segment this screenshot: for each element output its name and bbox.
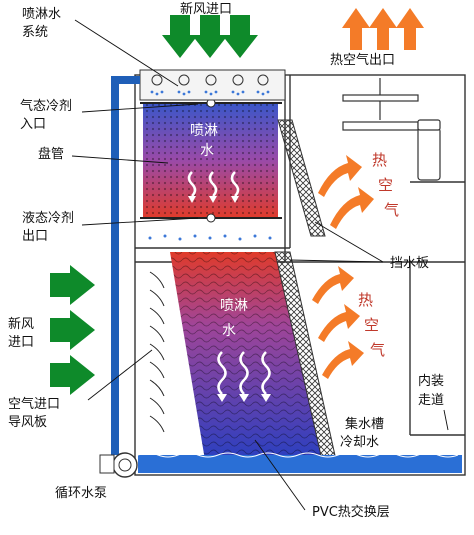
label-hot-air-lower-3: 气 xyxy=(370,341,385,359)
water-flow-arrows-fill xyxy=(217,351,271,402)
label-gas-refrigerant-inlet-2: 入口 xyxy=(20,117,46,132)
label-coil: 盘管 xyxy=(38,146,64,162)
label-fill-spray-1: 喷淋 xyxy=(220,298,248,314)
air-inlet-louvers xyxy=(149,271,165,433)
water-basin xyxy=(137,452,462,473)
label-circulation-pump: 循环水泵 xyxy=(55,486,107,501)
label-liquid-refrigerant-outlet-2: 出口 xyxy=(22,229,48,244)
label-pvc-fill: PVC热交换层 xyxy=(312,504,390,520)
fan-assembly xyxy=(342,78,441,181)
label-air-inlet-louver-2: 导风板 xyxy=(8,415,47,430)
label-fresh-air-inlet-top: 新风进口 xyxy=(180,1,232,17)
label-water-basin-1: 集水槽 xyxy=(345,416,384,432)
label-air-inlet-louver-1: 空气进口 xyxy=(8,396,60,412)
water-flow-arrows-coil xyxy=(187,171,240,203)
drift-eliminator-upper xyxy=(277,119,326,237)
label-hot-air-lower-2: 空 xyxy=(364,316,379,334)
label-drift-eliminator: 挡水板 xyxy=(390,256,429,271)
label-inner-walkway-1: 内装 xyxy=(418,373,444,389)
label-fresh-air-inlet-side-2: 进口 xyxy=(8,335,34,350)
label-spray-system-1: 喷淋水 xyxy=(22,7,61,22)
circulation-pump xyxy=(99,452,138,478)
label-liquid-refrigerant-outlet-1: 液态冷剂 xyxy=(22,211,74,226)
hot-air-arrows-top xyxy=(342,8,424,50)
hot-air-arrows-lower xyxy=(312,266,364,379)
pvc-fill xyxy=(170,252,322,460)
fresh-air-arrows-side xyxy=(50,265,95,395)
spray-nozzle-header xyxy=(139,69,286,101)
label-hot-air-upper-1: 热 xyxy=(372,151,387,169)
label-coil-spray-1: 喷淋 xyxy=(190,123,218,139)
label-hot-air-outlet: 热空气出口 xyxy=(330,52,395,68)
spray-drops-coil xyxy=(148,234,272,241)
label-inner-walkway-2: 走道 xyxy=(418,393,444,408)
hot-air-arrows-upper xyxy=(318,155,374,229)
leader-lines xyxy=(71,19,449,511)
fresh-air-arrows-top xyxy=(162,15,258,58)
label-coil-spray-2: 水 xyxy=(200,143,214,159)
label-fill-spray-2: 水 xyxy=(222,323,236,339)
label-hot-air-upper-3: 气 xyxy=(384,201,399,219)
label-gas-refrigerant-inlet-1: 气态冷剂 xyxy=(20,98,72,114)
coil-bundle xyxy=(140,98,282,223)
label-hot-air-upper-2: 空 xyxy=(378,176,393,194)
label-water-basin-2: 冷却水 xyxy=(340,435,379,450)
label-fresh-air-inlet-side-1: 新风 xyxy=(8,316,34,332)
label-spray-system-2: 系统 xyxy=(22,25,48,40)
circulation-pipe xyxy=(111,76,140,455)
label-hot-air-lower-1: 热 xyxy=(358,291,373,309)
